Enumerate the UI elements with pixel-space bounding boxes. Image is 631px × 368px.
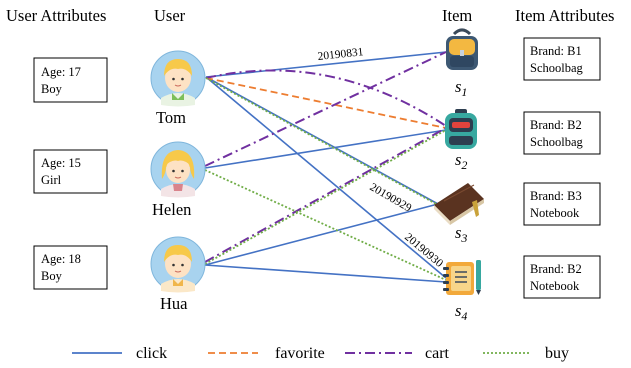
boy-avatar-icon [150,236,206,293]
user-name-helen: Helen [152,200,191,219]
boy-avatar-icon [150,50,206,107]
item-attribute-box: Brand: B2 Notebook [523,255,601,299]
click-edge-helen-s2 [204,129,447,169]
user-attribute-age: Age: 18 [41,252,81,266]
item-attribute-brand: Brand: B1 [530,44,582,58]
user-attribute-age: Age: 15 [41,156,81,170]
edge-date-label: 20190930 [402,231,445,270]
legend-label-buy: buy [545,345,569,362]
item-attribute-box: Brand: B2 Schoolbag [523,111,601,155]
buy-edge-helen-s4 [204,169,447,281]
legend-label-cart: cart [425,345,450,362]
favorite-edges [205,77,447,129]
cart-edges [204,51,447,263]
item-label-s2: s2 [455,150,467,172]
item-label-s3: s3 [455,223,467,245]
click-edge-tom-s1 [205,51,447,78]
legend-label-click: click [136,345,167,362]
edge-date-label: 20190831 [317,46,364,63]
user-name-hua: Hua [160,294,188,313]
click-edge-hua-s3 [204,203,439,266]
legend-label-favorite: favorite [275,345,325,362]
schoolbag-icon [446,28,478,70]
favorite-edge-tom-s2 [205,77,447,129]
user-name-tom: Tom [156,108,186,127]
item-attribute-brand: Brand: B3 [530,189,582,203]
item-header: Item [442,6,472,25]
click-edge-tom-s4 [205,76,447,279]
buy-edges [204,77,447,281]
girl-avatar-icon [150,141,206,198]
item-attribute-box: Brand: B1 Schoolbag [523,37,601,81]
buy-edge-hua-s2 [204,129,447,265]
item-attributes-header: Item Attributes [515,6,614,25]
item-attribute-box: Brand: B3 Notebook [523,182,601,226]
click-edge-tom-s3 [205,76,439,205]
cart-edge-tom-s2 [205,69,447,127]
item-attribute-category: Notebook [530,279,580,293]
user-attribute-box: Age: 18 Boy [33,245,108,290]
backpack-icon [445,109,477,149]
user-attributes-header: User Attributes [6,6,106,25]
user-attribute-box: Age: 17 Boy [33,57,108,103]
cart-edge-hua-s2 [204,127,447,263]
item-attribute-category: Schoolbag [530,61,584,75]
user-attribute-gender: Girl [41,173,62,187]
item-attribute-category: Schoolbag [530,135,584,149]
item-label-s1: s1 [455,77,467,99]
user-attribute-age: Age: 17 [41,65,81,79]
cart-edge-helen-s1 [204,51,447,167]
item-attribute-category: Notebook [530,206,580,220]
user-attribute-box: Age: 15 Girl [33,149,108,194]
item-attribute-brand: Brand: B2 [530,262,582,276]
notebook-icon [434,183,484,225]
notepad-icon [443,260,481,295]
legend: click favorite cart buy [72,345,569,362]
item-label-s4: s4 [455,301,467,323]
user-attribute-gender: Boy [41,82,63,96]
buy-edge-tom-s3 [205,77,439,206]
item-attribute-brand: Brand: B2 [530,118,582,132]
click-edge-hua-s4 [204,264,447,283]
user-header: User [154,6,186,25]
click-edges [204,51,447,283]
user-attribute-gender: Boy [41,269,63,283]
